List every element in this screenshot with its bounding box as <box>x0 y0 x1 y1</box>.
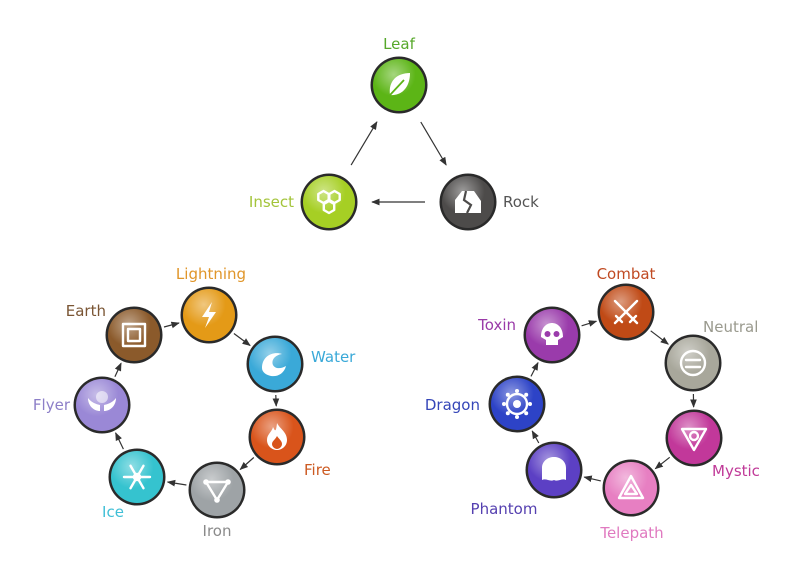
arrow-flyer-to-earth <box>114 362 122 378</box>
square-icon <box>121 322 147 348</box>
type-label-leaf: Leaf <box>383 35 416 53</box>
arrow-mystic-to-telepath <box>654 456 671 470</box>
type-node-ice <box>108 448 166 506</box>
type-label-iron: Iron <box>203 522 232 540</box>
type-node-rock <box>439 173 497 231</box>
type-node-flyer <box>73 376 131 434</box>
type-label-dragon: Dragon <box>425 396 480 414</box>
arrow-insect-to-leaf <box>350 121 378 166</box>
type-label-mystic: Mystic <box>712 462 760 480</box>
snowflake-icon <box>122 464 152 490</box>
type-node-water <box>246 335 304 393</box>
type-label-flyer: Flyer <box>33 396 71 414</box>
type-label-neutral: Neutral <box>703 318 758 336</box>
type-label-water: Water <box>311 348 356 366</box>
arrow-lightning-to-water <box>233 333 251 346</box>
ghost-icon <box>542 457 566 481</box>
type-node-earth <box>105 306 163 364</box>
lightning-icon <box>202 302 216 328</box>
honeycomb-icon <box>317 189 341 215</box>
type-label-earth: Earth <box>66 302 106 320</box>
type-label-insect: Insect <box>249 193 294 211</box>
arrow-ice-to-flyer <box>115 432 124 450</box>
dragon-icon <box>502 389 532 419</box>
type-label-rock: Rock <box>503 193 539 211</box>
type-label-ice: Ice <box>102 503 124 521</box>
type-node-toxin <box>523 306 581 364</box>
eye-triangle-icon <box>617 474 645 500</box>
type-node-lightning <box>180 286 238 344</box>
crossed-swords-icon <box>613 299 639 325</box>
type-label-combat: Combat <box>597 265 656 283</box>
type-label-phantom: Phantom <box>471 500 538 518</box>
type-node-iron <box>188 461 246 519</box>
arrow-telepath-to-phantom <box>583 475 601 483</box>
type-node-dragon <box>488 375 546 433</box>
type-label-lightning: Lightning <box>176 265 246 283</box>
type-node-mystic <box>665 409 723 467</box>
type-node-leaf <box>370 56 428 114</box>
type-node-telepath <box>602 459 660 517</box>
flame-icon <box>267 423 287 450</box>
arrow-phantom-to-dragon <box>531 430 540 444</box>
mystic-triangle-icon <box>680 427 708 452</box>
arrows-layer <box>114 121 697 487</box>
arrow-combat-to-neutral <box>650 330 669 345</box>
type-node-phantom <box>525 441 583 499</box>
type-node-insect <box>300 173 358 231</box>
type-label-fire: Fire <box>304 461 331 479</box>
wings-icon <box>88 391 116 411</box>
skull-icon <box>541 323 563 345</box>
rock-icon <box>455 190 481 214</box>
arrow-earth-to-lightning <box>163 321 180 329</box>
equals-icon <box>679 349 707 377</box>
arrow-dragon-to-toxin <box>530 361 539 377</box>
type-node-neutral <box>664 334 722 392</box>
type-node-combat <box>597 283 655 341</box>
leaf-icon <box>389 73 410 96</box>
arrow-toxin-to-combat <box>581 320 598 327</box>
iron-triangle-icon <box>203 479 231 503</box>
arrow-fire-to-iron <box>239 457 255 471</box>
type-node-fire <box>248 408 306 466</box>
wave-icon <box>262 353 286 377</box>
type-label-toxin: Toxin <box>477 316 516 334</box>
type-label-telepath: Telepath <box>599 524 663 542</box>
arrow-leaf-to-rock <box>420 121 447 166</box>
arrow-iron-to-ice <box>166 479 187 487</box>
